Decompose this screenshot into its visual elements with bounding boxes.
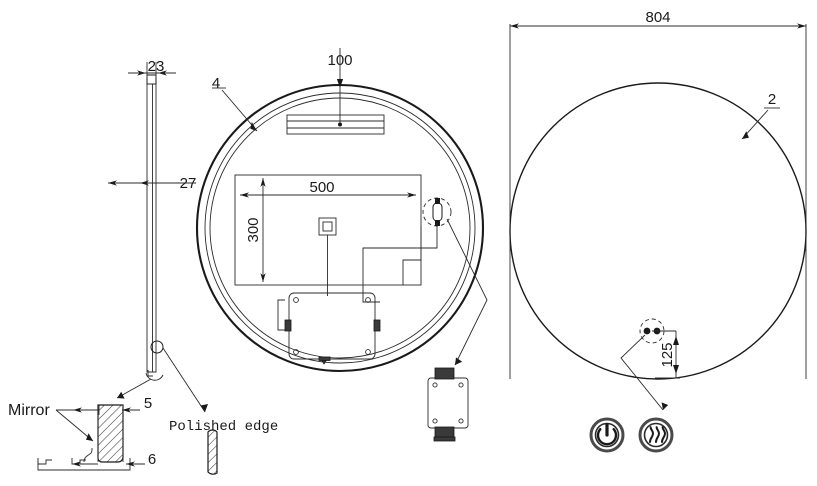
label-item-2: 2 xyxy=(768,91,776,108)
dim-label-300: 300 xyxy=(245,217,262,242)
driver-box-screw-bl xyxy=(293,349,299,355)
connector-top-pin xyxy=(435,198,440,204)
driver-box-screw-tl xyxy=(293,297,299,303)
center-sensor-inner xyxy=(322,221,333,232)
leader-to-mirror-detail-arrow xyxy=(117,391,125,399)
leader-touch-controls xyxy=(620,334,664,411)
driver-box-screw-br xyxy=(365,349,371,355)
driver-box xyxy=(288,292,376,360)
junction-box-screw-tl xyxy=(432,382,438,388)
leader-touch-controls-arrow xyxy=(661,402,669,410)
dimline-100-arrow-top xyxy=(336,79,344,88)
side-panel-outer xyxy=(146,83,157,373)
leader-polished-edge xyxy=(162,347,206,413)
defogger-icon[interactable] xyxy=(638,417,674,453)
power-icon[interactable] xyxy=(589,417,625,453)
junction-box-gland-bottom-cap xyxy=(433,436,456,442)
leader-polished-edge-arrow xyxy=(200,404,208,412)
label-mirror: Mirror xyxy=(8,402,50,419)
dim-label-125: 125 xyxy=(659,342,676,367)
label-polished-edge: Polished edge xyxy=(169,419,278,435)
leader-mirror-label xyxy=(55,409,94,442)
driver-box-gland-bottom-base xyxy=(318,356,331,361)
leader-junction-box xyxy=(446,218,488,366)
label-item-4: 4 xyxy=(212,75,220,92)
dim-label-23: 23 xyxy=(148,58,165,75)
led-strip-outline xyxy=(286,114,385,135)
front-view xyxy=(509,23,807,453)
junction-box-body xyxy=(427,377,469,429)
dim-label-500: 500 xyxy=(309,179,334,196)
side-section-view xyxy=(108,62,208,413)
side-pivot-circle xyxy=(150,340,164,354)
bracket-hook xyxy=(83,448,93,463)
dim-label-100: 100 xyxy=(327,52,352,69)
dim-label-27: 27 xyxy=(180,175,197,192)
leader-item-4-arrow xyxy=(250,121,257,131)
junction-box-gland-top xyxy=(434,367,455,380)
connector-wire-secondary xyxy=(402,226,422,285)
connector-bottom-pin xyxy=(435,220,440,226)
side-top-cap xyxy=(146,74,157,85)
sensor-dot-left xyxy=(643,327,651,335)
dim-label-6: 6 xyxy=(148,451,156,468)
junction-box-screw-br xyxy=(458,418,464,424)
side-bottom-hook xyxy=(147,370,153,377)
driver-box-gland-left xyxy=(284,319,292,332)
dim-label-804: 804 xyxy=(645,9,670,26)
polished-edge-section xyxy=(207,429,218,475)
center-sensor-outer xyxy=(318,217,337,236)
dim-label-5: 5 xyxy=(144,395,152,412)
junction-box-gland-bottom xyxy=(434,426,455,439)
junction-box-detail xyxy=(427,367,469,442)
junction-box-screw-bl xyxy=(432,418,438,424)
driver-box-screw-tr xyxy=(365,297,371,303)
mirror-edge-detail xyxy=(37,404,145,471)
driver-box-left-bracket xyxy=(277,299,285,331)
leader-item-2-arrow xyxy=(742,131,749,139)
dimline-125-arrow-top xyxy=(673,336,679,345)
driver-box-gland-right xyxy=(373,319,381,332)
side-bottom-arc xyxy=(145,372,164,381)
leader-mirror-label-arrow xyxy=(86,433,93,441)
back-view xyxy=(195,48,488,373)
dimline-125-arrow-bottom xyxy=(673,365,679,374)
leader-item-4 xyxy=(221,89,258,132)
dimline-100-endpoint xyxy=(338,122,342,127)
connector-wire-route xyxy=(362,226,438,303)
connector-body xyxy=(432,202,443,222)
leader-junction-box-arrow xyxy=(455,357,463,365)
polished-edge-detail xyxy=(207,429,218,475)
junction-box-screw-tr xyxy=(458,382,464,388)
mirror-glass-section xyxy=(97,404,124,463)
bracket-left-lip xyxy=(37,458,52,465)
front-glass-circle xyxy=(509,82,807,380)
